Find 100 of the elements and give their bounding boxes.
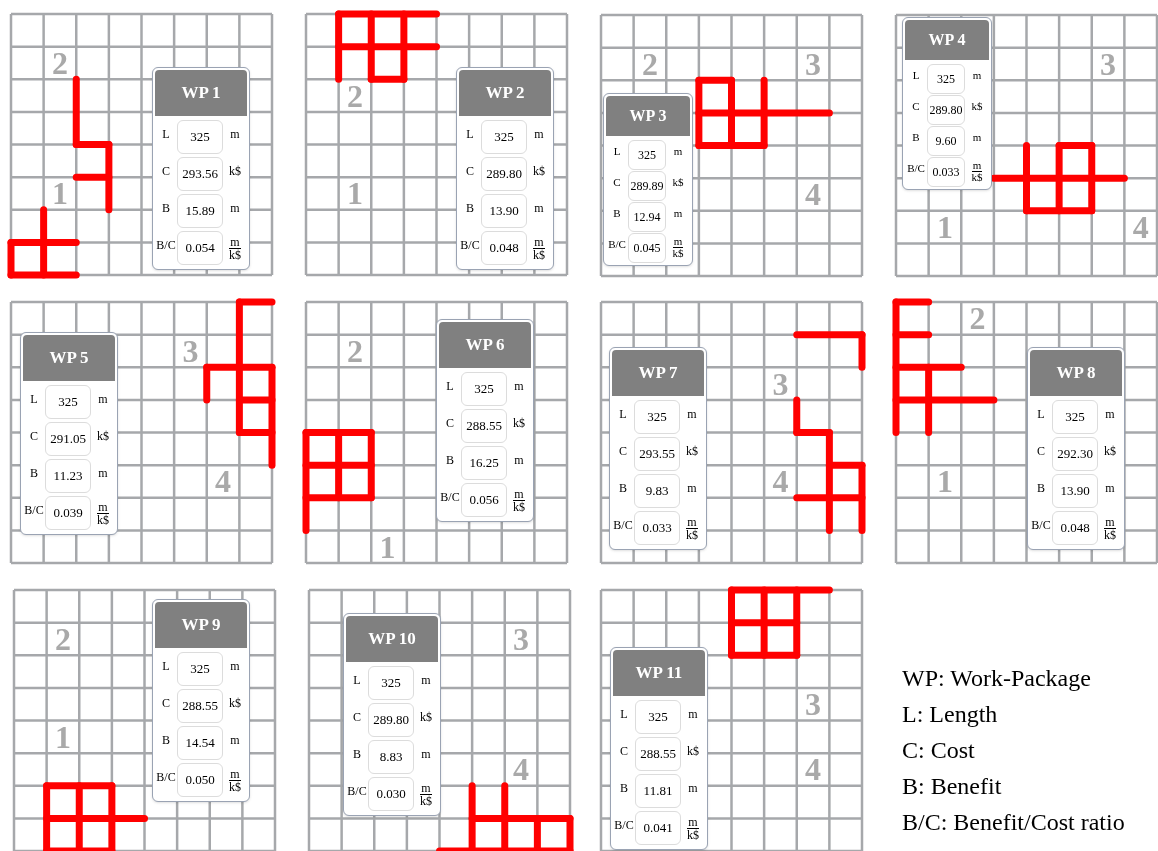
parameter-label: B [446, 452, 454, 469]
value-field: 0.048 [481, 231, 527, 265]
parameter-label: C [613, 175, 621, 191]
parameter-label: B [619, 480, 627, 497]
unit-label: k$ [1104, 443, 1116, 460]
unit-denominator: k$ [533, 248, 545, 261]
unit-denominator: k$ [420, 794, 432, 807]
quadrant-number: 2 [54, 622, 71, 655]
info-card [436, 319, 534, 522]
parameter-label: L [446, 378, 454, 395]
unit-denominator: k$ [672, 248, 684, 259]
value-field: 293.56 [177, 157, 223, 191]
info-card [603, 93, 693, 266]
parameter-label: C [353, 709, 361, 726]
value-field: 325 [461, 372, 507, 406]
parameter-label: B/C [156, 769, 176, 786]
unit-label: m [230, 200, 240, 217]
quadrant-number: 1 [54, 720, 71, 753]
unit-label: m [687, 480, 697, 497]
info-card [343, 613, 441, 816]
quadrant-number: 3 [513, 622, 530, 655]
card-header: WP 10 [346, 616, 438, 662]
quadrant-number: 1 [346, 177, 363, 210]
value-field: 288.55 [635, 737, 681, 771]
value-field: 0.041 [635, 811, 681, 845]
unit-numerator: m [687, 815, 699, 829]
value-field: 289.80 [368, 703, 414, 737]
unit-numerator: m [1104, 515, 1116, 529]
value-field: 14.54 [177, 726, 223, 760]
info-card [152, 67, 250, 270]
parameter-label: B/C [614, 817, 634, 834]
value-field: 292.30 [1052, 437, 1098, 471]
parameter-label: B/C [907, 161, 925, 177]
parameter-label: L [619, 406, 627, 423]
unit-numerator: m [971, 160, 983, 172]
unit-label: k$ [420, 709, 432, 726]
parameter-label: L [30, 391, 38, 408]
info-card [152, 599, 250, 802]
unit-label: k$ [229, 163, 241, 180]
quadrant-number: 3 [182, 334, 199, 367]
unit-numerator: m [686, 515, 698, 529]
value-field: 325 [628, 139, 666, 170]
grid-panel [896, 15, 1157, 276]
unit-label: m [514, 378, 524, 395]
parameter-label: C [912, 99, 920, 115]
unit-denominator: k$ [971, 172, 983, 183]
parameter-label: C [162, 695, 170, 712]
value-field: 325 [1052, 400, 1098, 434]
info-card [456, 67, 554, 270]
legend-text: B/C: Benefit/Cost ratio [902, 808, 1125, 837]
unit-label: m [534, 126, 544, 143]
value-field: 325 [368, 666, 414, 700]
unit-denominator: k$ [229, 780, 241, 793]
unit-denominator: k$ [1104, 528, 1116, 541]
value-field: 0.033 [634, 511, 680, 545]
unit-label: m [1105, 480, 1115, 497]
quadrant-number: 3 [1100, 47, 1117, 80]
parameter-label: L [1037, 406, 1045, 423]
value-field: 8.83 [368, 740, 414, 774]
info-card [902, 17, 992, 190]
quadrant-number: 2 [969, 302, 986, 335]
unit-label: m [514, 452, 524, 469]
quadrant-number: 1 [936, 211, 953, 244]
parameter-label: C [619, 443, 627, 460]
unit-label: m [230, 126, 240, 143]
quadrant-number: 1 [51, 177, 68, 210]
parameter-label: B [162, 732, 170, 749]
value-field: 325 [45, 385, 91, 419]
unit-label: m [534, 200, 544, 217]
parameter-label: C [1037, 443, 1045, 460]
unit-label: m [972, 130, 982, 146]
value-field: 15.89 [177, 194, 223, 228]
info-card [609, 347, 707, 550]
quadrant-number: 4 [1132, 211, 1149, 244]
value-field: 325 [177, 120, 223, 154]
parameter-label: B [620, 780, 628, 797]
value-field: 288.55 [177, 689, 223, 723]
unit-numerator: m [97, 500, 109, 514]
parameter-label: B/C [347, 783, 367, 800]
parameter-label: L [162, 658, 170, 675]
value-field: 293.55 [634, 437, 680, 471]
card-header: WP 3 [606, 96, 690, 136]
unit-denominator: k$ [513, 500, 525, 513]
info-card [610, 647, 708, 850]
unit-denominator: k$ [687, 828, 699, 841]
value-field: 0.033 [927, 156, 965, 187]
value-field: 289.80 [481, 157, 527, 191]
value-field: 289.89 [628, 170, 666, 201]
value-field: 16.25 [461, 446, 507, 480]
parameter-label: B [30, 465, 38, 482]
card-header: WP 1 [155, 70, 247, 116]
parameter-label: B/C [440, 489, 460, 506]
unit-label: k$ [687, 743, 699, 760]
parameter-label: B/C [1031, 517, 1051, 534]
quadrant-number: 2 [346, 334, 363, 367]
legend-text: C: Cost [902, 736, 976, 765]
parameter-label: C [446, 415, 454, 432]
quadrant-number: 1 [379, 530, 396, 563]
value-field: 0.050 [177, 763, 223, 797]
unit-label: k$ [533, 163, 545, 180]
